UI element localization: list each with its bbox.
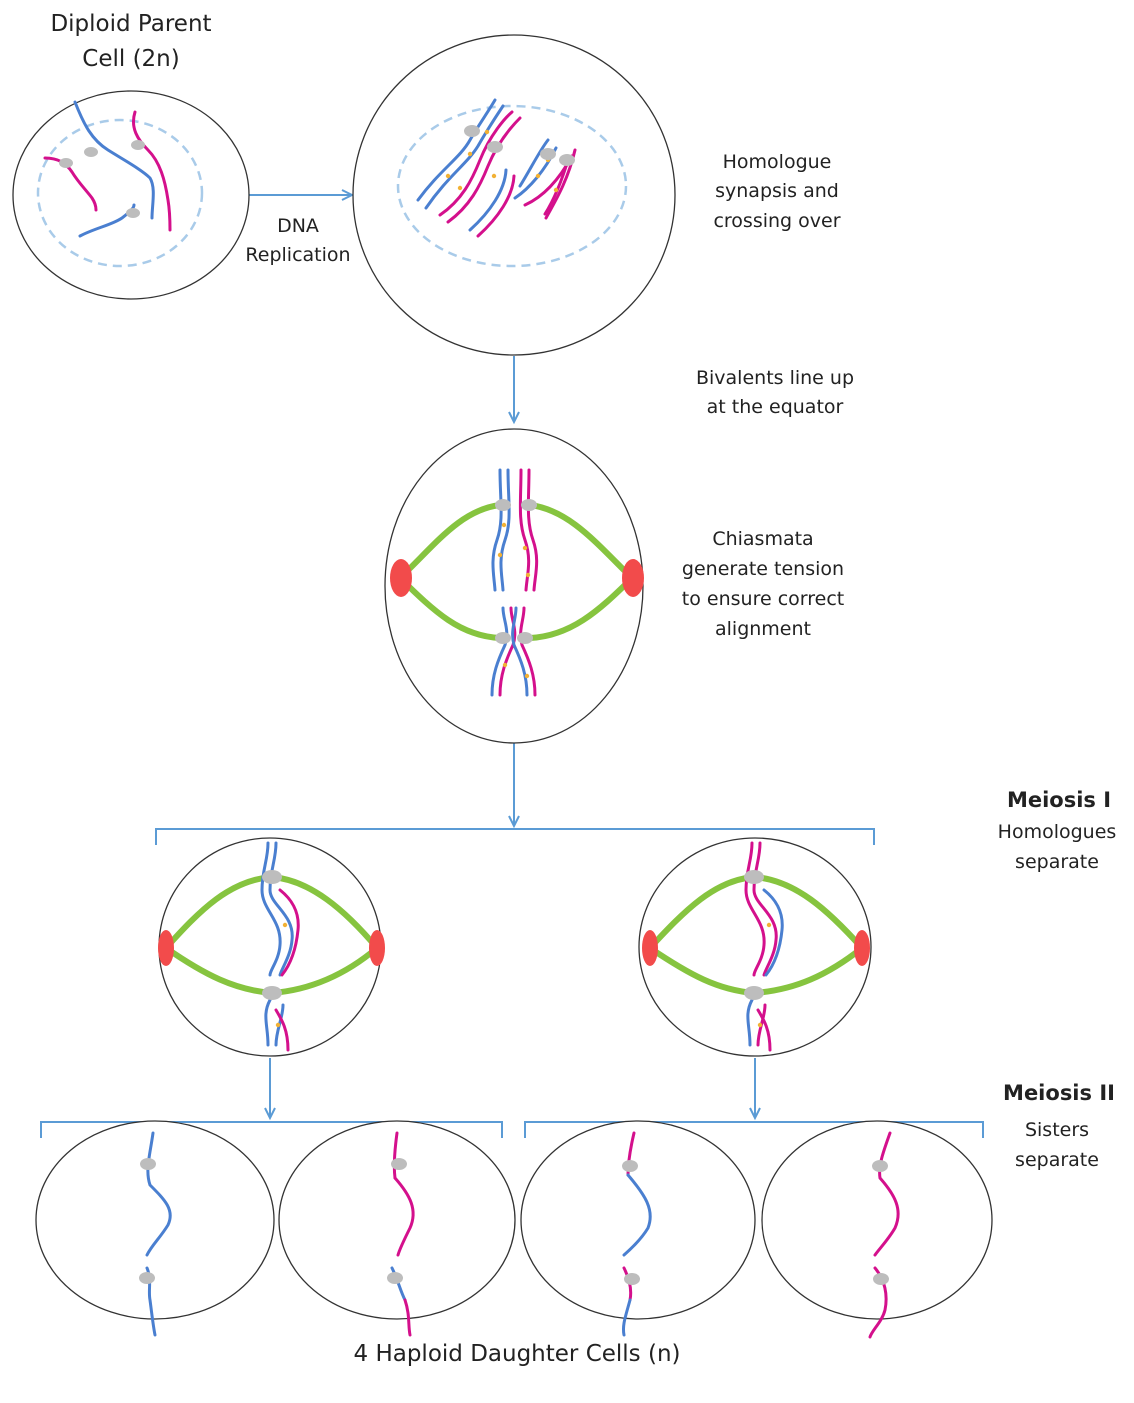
anaphase-cell-left [158,838,385,1056]
chiasmata-label-line3: to ensure correct [682,588,844,610]
synapsis-cell [353,35,675,355]
centromere-icon [140,1158,156,1170]
chiasmata-label-line2: generate tension [682,558,844,580]
dna-replication-line1: DNA [277,215,319,237]
centromere-icon [521,499,537,511]
centromere-icon [872,1160,888,1172]
centromere-icon [744,870,764,884]
centromere-icon [540,148,556,160]
daughter-cell-1 [36,1121,274,1335]
bivalents-label-line2: at the equator [707,396,844,418]
dna-replication-line2: Replication [245,244,350,266]
centrosome-icon [390,559,412,597]
centromere-icon [262,986,282,1000]
synapsis-label-line1: Homologue [723,151,832,173]
centromere-icon [873,1273,889,1285]
synapsis-label-line3: crossing over [713,210,840,232]
centromere-icon [495,632,511,644]
centromere-icon [387,1272,403,1284]
centromere-icon [517,632,533,644]
centrosome-icon [642,930,658,966]
centromere-icon [262,870,282,884]
metaphase-cell [385,429,644,743]
parent-title-line2: Cell (2n) [82,46,179,72]
centromere-icon [84,147,98,157]
anaphase-cell-right [639,838,871,1056]
daughter-cell-2 [279,1121,515,1335]
footer-label: 4 Haploid Daughter Cells (n) [354,1341,681,1367]
centrosome-icon [158,930,174,966]
parent-title-line1: Diploid Parent [50,11,211,37]
centromere-icon [559,154,575,166]
chiasmata-label-line1: Chiasmata [712,528,813,550]
meiosis-1-line1: Homologues [998,821,1117,843]
centromere-icon [139,1272,155,1284]
meiosis-1-title: Meiosis I [1007,788,1111,812]
centromere-icon [391,1158,407,1170]
meiosis-2-line1: Sisters [1025,1119,1089,1141]
meiosis-2-title: Meiosis II [1003,1081,1115,1105]
meiosis-1-line2: separate [1015,851,1099,873]
daughter-cell-3 [521,1121,755,1335]
centromere-icon [495,499,511,511]
centromere-icon [744,986,764,1000]
daughter-cell-4 [762,1121,992,1337]
centromere-icon [487,141,503,153]
meiosis-2-line2: separate [1015,1149,1099,1171]
centromere-icon [622,1160,638,1172]
chiasmata-label-line4: alignment [715,618,811,640]
centromere-icon [59,158,73,168]
diploid-parent-cell [13,91,249,299]
centromere-icon [126,208,140,218]
centromere-icon [624,1273,640,1285]
synapsis-label-line2: synapsis and [715,180,839,202]
centrosome-icon [622,559,644,597]
bivalents-label-line1: Bivalents line up [696,367,854,389]
centromere-icon [131,140,145,150]
centrosome-icon [854,930,870,966]
centrosome-icon [369,930,385,966]
centromere-icon [464,125,480,137]
